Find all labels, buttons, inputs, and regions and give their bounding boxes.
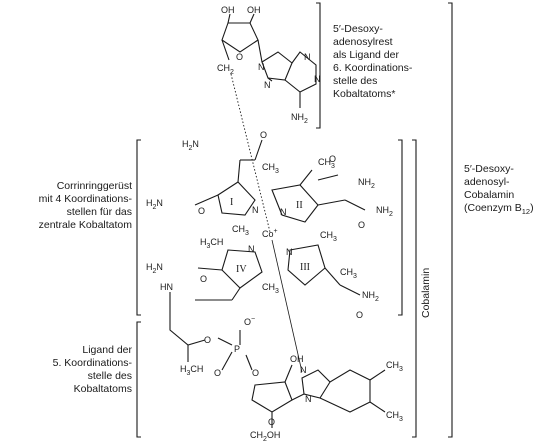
cobalt-label: Co+ (262, 228, 278, 239)
ring-label-iv: IV (236, 264, 247, 275)
ribose-bottom: OH O CH2OH (250, 354, 304, 443)
ch2oh-label: CH2OH (250, 430, 280, 443)
o-label: O (214, 368, 221, 378)
n-label: N (280, 207, 287, 217)
ring-label-iii: III (300, 262, 310, 273)
label-cobalamin: Cobalamin (420, 267, 432, 318)
h3c-label: H3CH (180, 364, 203, 377)
ch3-label: CH3 (232, 224, 249, 237)
n-label: N (258, 62, 265, 72)
ribose-top: OH OH O CH2 (217, 5, 263, 76)
label-corrin: Corrinringgerüst mit 4 Koordinations- st… (38, 180, 132, 231)
nucleotide-loop: O P O− O O H3CH (169, 292, 259, 378)
n-label: N (252, 205, 259, 215)
h3c-label: H3CH (200, 237, 223, 250)
o-label: O (236, 52, 243, 62)
o-label: O (204, 335, 211, 345)
benzimidazole: N N CH3 CH3 (291, 360, 403, 423)
ch3-label: CH3 (262, 282, 279, 295)
n-label: N (248, 244, 255, 254)
label-deoxyadenosyl-ligand: 5′-Desoxy- adenosylrest als Ligand der 6… (333, 23, 413, 100)
o-label: O (358, 220, 365, 230)
nh2-label: NH2 (358, 177, 375, 190)
o-label: O (198, 206, 205, 216)
n-label: N (304, 52, 311, 62)
n-label: N (300, 365, 307, 375)
p-label: P (234, 344, 240, 354)
ch3-label: CH3 (386, 360, 403, 373)
ch3-label: CH3 (386, 410, 403, 423)
oh-label: OH (247, 5, 261, 15)
ch3-label: CH3 (340, 267, 357, 280)
o-label: O (260, 130, 267, 140)
o-label: O (252, 368, 259, 378)
corrin-ring: N N N N Co+ I II III IV O O O O O O H2N … (146, 130, 393, 320)
hn-label: HN (160, 282, 173, 292)
o-label: O (200, 274, 207, 284)
ch3-label: CH3 (320, 230, 337, 243)
n-label: N (305, 394, 312, 404)
label-coenzyme-b12: 5′-Desoxy- adenosyl- Cobalamin (Coenzym … (464, 163, 534, 217)
o-label: O (356, 310, 363, 320)
bracket-corrin-right (398, 139, 403, 316)
h2n-label: H2N (146, 198, 163, 211)
oh-label: OH (221, 5, 235, 15)
h2n-label: H2N (182, 139, 199, 152)
o-label: O (329, 154, 336, 164)
o-label: O (268, 417, 275, 427)
h2n-label: H2N (146, 262, 163, 275)
ch3-label: CH3 (318, 157, 335, 170)
nh2-label: NH2 (291, 112, 308, 125)
bracket-cobalamin (412, 139, 417, 438)
bracket-corrin-left (136, 139, 141, 316)
bracket-ligand5 (136, 321, 141, 438)
nh2-label: NH2 (376, 205, 393, 218)
ch2-label: CH2 (217, 63, 234, 76)
ring-label-i: I (230, 197, 233, 208)
oh-label: OH (290, 354, 304, 364)
bracket-coenzyme (448, 2, 453, 438)
o-label: O− (244, 316, 255, 327)
n-label: N (264, 80, 271, 90)
label-ligand5: Ligand der 5. Koordinations- stelle des … (52, 344, 132, 395)
nh2-label: NH2 (362, 290, 379, 303)
ring-label-ii: II (296, 200, 303, 211)
bracket-adenosyl (316, 2, 321, 129)
n-label: N (286, 247, 293, 257)
n-label: N (314, 74, 321, 84)
ch3-label: CH3 (262, 162, 279, 175)
adenine-ring: N N N N NH2 (258, 51, 321, 125)
